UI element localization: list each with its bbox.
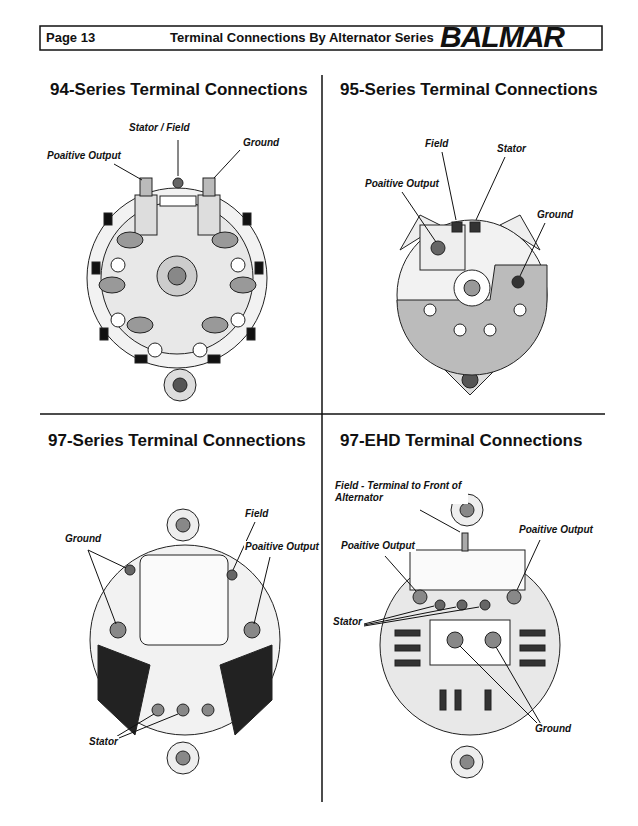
panel-heading: 97-EHD Terminal Connections [340,431,582,451]
terminal-label: Field - Terminal to Front of Alternator [334,480,468,504]
terminal-label: Poaitive Output [364,178,440,190]
terminal-label: Poaitive Output [340,540,416,552]
terminal-label: Poaitive Output [518,524,594,536]
terminal-label: Stator / Field [128,122,191,134]
terminal-label: Field [424,138,449,150]
terminal-label: Stator [332,616,363,628]
page-number: Page 13 [46,30,95,45]
terminal-label: Stator [496,143,527,155]
panel-heading: 95-Series Terminal Connections [340,80,598,100]
panel-heading: 94-Series Terminal Connections [50,80,308,100]
brand-logo: BALMAR [440,22,564,52]
terminal-label: Poaitive Output [46,150,122,162]
page-title: Terminal Connections By Alternator Serie… [170,30,434,45]
terminal-label: Ground [534,723,572,735]
terminal-label: Ground [242,137,280,149]
panel-heading: 97-Series Terminal Connections [48,431,306,451]
terminal-label: Stator [88,736,119,748]
terminal-label: Ground [64,533,102,545]
terminal-label: Field [244,508,269,520]
terminal-label: Poaitive Output [244,541,320,553]
terminal-label: Ground [536,209,574,221]
